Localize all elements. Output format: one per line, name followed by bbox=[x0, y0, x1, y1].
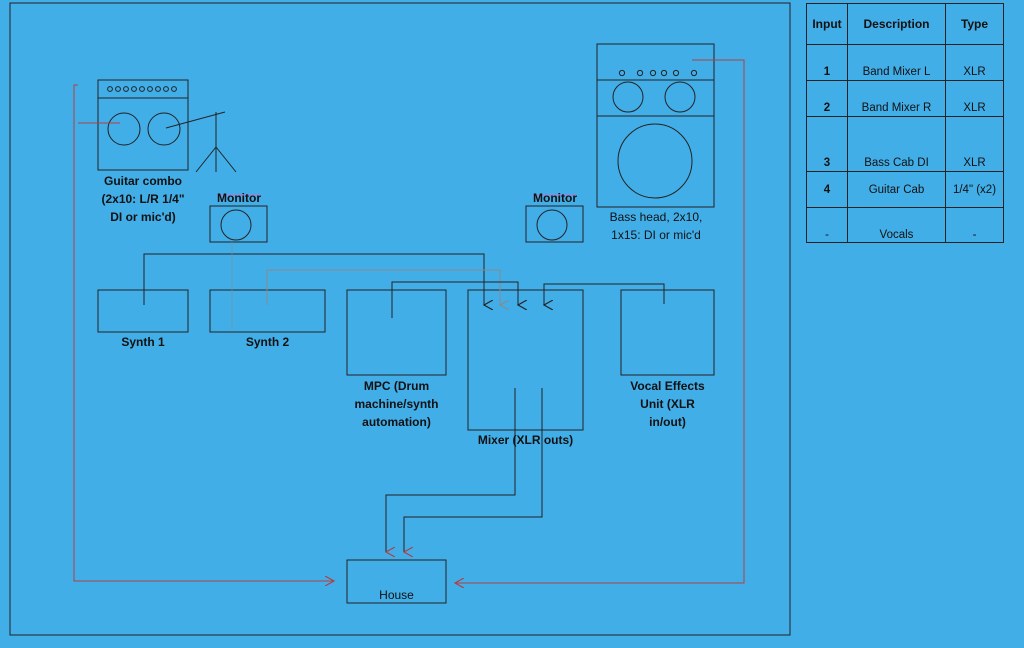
guitar-knobs bbox=[107, 86, 177, 92]
guitar-combo-label-line3: DI or mic'd) bbox=[110, 210, 176, 224]
table-row: - Vocals - bbox=[806, 207, 1004, 243]
vocal-effects-box bbox=[620, 289, 715, 376]
guitar-combo bbox=[97, 79, 189, 171]
mpc-label-line3: automation) bbox=[362, 415, 431, 429]
cell-type: XLR bbox=[945, 116, 1004, 172]
guitar-combo-label-line1: Guitar combo bbox=[103, 174, 182, 188]
synth1-to-mixer-line bbox=[143, 253, 484, 305]
guitar-to-house-line bbox=[73, 84, 334, 581]
mpc-label-line1: MPC (Drum bbox=[363, 379, 430, 393]
cell-input: 4 bbox=[806, 171, 848, 208]
header-input: Input bbox=[806, 3, 848, 45]
table-row: 2 Band Mixer R XLR bbox=[806, 80, 1004, 117]
table-row: 4 Guitar Cab 1/4" (x2) bbox=[806, 171, 1004, 208]
mpc-label: MPC (Drum machine/synth automation) bbox=[336, 377, 457, 431]
table-row: 3 Bass Cab DI XLR bbox=[806, 116, 1004, 172]
monitor-right-label: Monitor bbox=[533, 191, 577, 205]
house-box bbox=[346, 559, 447, 604]
table-row: 1 Band Mixer L XLR bbox=[806, 44, 1004, 81]
cell-type: 1/4" (x2) bbox=[945, 171, 1004, 208]
cell-description: Bass Cab DI bbox=[847, 116, 946, 172]
bass-head-label-line2: 1x15: DI or mic'd bbox=[611, 228, 701, 242]
mpc-box bbox=[346, 289, 447, 376]
mpc-to-mixer-line bbox=[391, 281, 518, 318]
mic-stand bbox=[165, 111, 237, 173]
vocal-effects-label-line1: Vocal Effects bbox=[630, 379, 705, 393]
cell-description: Band Mixer L bbox=[847, 44, 946, 81]
mixer-label: Mixer (XLR outs) bbox=[477, 433, 574, 447]
stage-border bbox=[9, 2, 791, 636]
guitar-speaker-right bbox=[147, 112, 181, 146]
cell-input: 2 bbox=[806, 80, 848, 117]
synth2-label: Synth 2 bbox=[245, 335, 290, 349]
vocal-effects-label-line2: Unit (XLR bbox=[640, 397, 695, 411]
cell-type: XLR bbox=[945, 44, 1004, 81]
vocal-effects-label-line3: in/out) bbox=[649, 415, 686, 429]
bass-head bbox=[596, 43, 715, 208]
guitar-combo-label: Guitar combo (2x10: L/R 1/4" DI or mic'd… bbox=[88, 172, 198, 226]
mpc-label-line2: machine/synth bbox=[354, 397, 439, 411]
monitor-left bbox=[209, 205, 268, 243]
monitor-left-label: Monitor bbox=[217, 191, 261, 205]
cell-description: Guitar Cab bbox=[847, 171, 946, 208]
cell-description: Vocals bbox=[847, 207, 946, 243]
synth1-box bbox=[97, 289, 189, 333]
input-list-table: Input Description Type 1 Band Mixer L XL… bbox=[806, 3, 1004, 243]
header-type: Type bbox=[945, 3, 1004, 45]
cell-input: 3 bbox=[806, 116, 848, 172]
header-description: Description bbox=[847, 3, 946, 45]
guitar-combo-label-line2: (2x10: L/R 1/4" bbox=[101, 192, 185, 206]
mixer-out-r-line bbox=[404, 388, 543, 552]
cell-input: 1 bbox=[806, 44, 848, 81]
vocal-to-mixer-line bbox=[544, 283, 665, 305]
guitar-speaker-left bbox=[107, 112, 141, 146]
bass-head-label: Bass head, 2x10, 1x15: DI or mic'd bbox=[596, 208, 716, 244]
bass-head-label-line1: Bass head, 2x10, bbox=[609, 210, 703, 224]
vocal-effects-label: Vocal Effects Unit (XLR in/out) bbox=[610, 377, 725, 431]
mixer-box bbox=[467, 289, 584, 431]
house-label: House bbox=[379, 588, 414, 602]
mixer-out-l-line bbox=[386, 388, 516, 552]
synth1-label: Synth 1 bbox=[121, 335, 165, 349]
cell-type: - bbox=[945, 207, 1004, 243]
cell-input: - bbox=[806, 207, 848, 243]
monitor-right bbox=[525, 205, 584, 243]
synth2-to-mixer-line bbox=[266, 269, 500, 305]
cell-type: XLR bbox=[945, 80, 1004, 117]
cell-description: Band Mixer R bbox=[847, 80, 946, 117]
bass-to-house-line bbox=[455, 59, 745, 583]
table-header-row: Input Description Type bbox=[806, 3, 1004, 45]
